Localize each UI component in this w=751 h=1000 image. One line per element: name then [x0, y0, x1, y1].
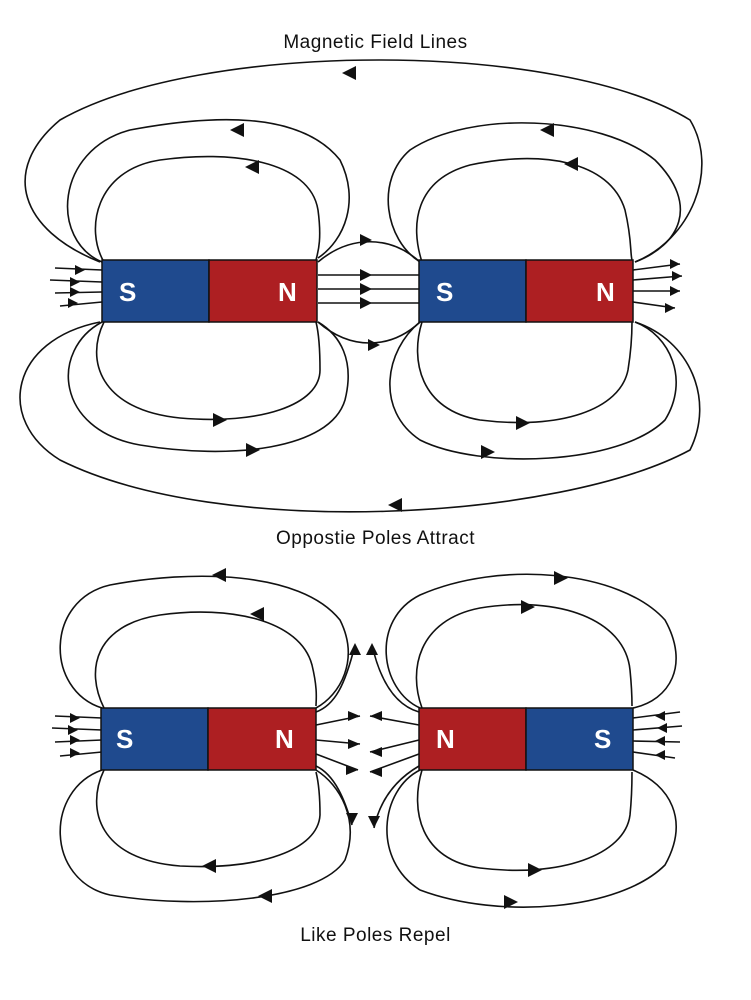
outer-field-line-top	[24, 59, 703, 263]
pole-label-n: N	[278, 277, 297, 307]
right-magnet-loop-bottom-1	[389, 321, 677, 460]
left-loop-top-2	[94, 611, 318, 709]
arrow-outer-bottom	[388, 498, 402, 512]
left-magnet-loop-bottom-2	[95, 321, 321, 421]
diagram-title: Magnetic Field Lines	[283, 32, 468, 53]
left-loop-bottom-1	[59, 769, 351, 903]
pole-label-s: S	[119, 277, 136, 307]
pole-label-s: S	[116, 724, 133, 754]
pole-label-n: N	[596, 277, 615, 307]
gap-line-1	[317, 240, 421, 263]
arrow-outer-top	[342, 66, 356, 80]
repel-magnet-right: N S	[418, 707, 634, 771]
south-pole	[100, 707, 209, 771]
south-pole	[525, 707, 634, 771]
attract-magnet-left: S N	[101, 259, 318, 323]
attract-magnet-right: S N	[418, 259, 634, 323]
left-magnet-loop-top-1	[66, 118, 350, 263]
right-loop-bottom-2	[416, 769, 633, 872]
right-magnet-loop-bottom-2	[416, 321, 633, 424]
north-pole	[208, 259, 318, 323]
south-pole	[418, 259, 527, 323]
repel-arrows	[68, 568, 667, 909]
south-pole	[101, 259, 210, 323]
left-magnet-loop-top-2	[94, 155, 321, 263]
repel-caption: Like Poles Repel	[300, 925, 451, 946]
attract-field-lines	[19, 59, 703, 513]
right-magnet-loop-top-2	[415, 157, 633, 263]
right-magnet-loop-top-1	[387, 122, 682, 263]
right-loop-top-1	[385, 573, 677, 709]
pole-label-s: S	[594, 724, 611, 754]
north-pole	[525, 259, 634, 323]
pole-label-s: S	[436, 277, 453, 307]
left-loop-top-1	[59, 575, 349, 709]
pole-label-n: N	[436, 724, 455, 754]
outer-field-line-bottom	[19, 321, 701, 513]
attract-arrows	[68, 66, 682, 512]
right-loop-top-2	[415, 603, 633, 709]
attract-caption: Oppostie Poles Attract	[276, 528, 475, 549]
pole-label-n: N	[275, 724, 294, 754]
north-pole	[207, 707, 317, 771]
left-magnet-loop-bottom-1	[67, 321, 349, 453]
left-loop-bottom-2	[95, 769, 321, 868]
right-loop-bottom-1	[386, 769, 677, 908]
repel-magnet-left: S N	[100, 707, 317, 771]
